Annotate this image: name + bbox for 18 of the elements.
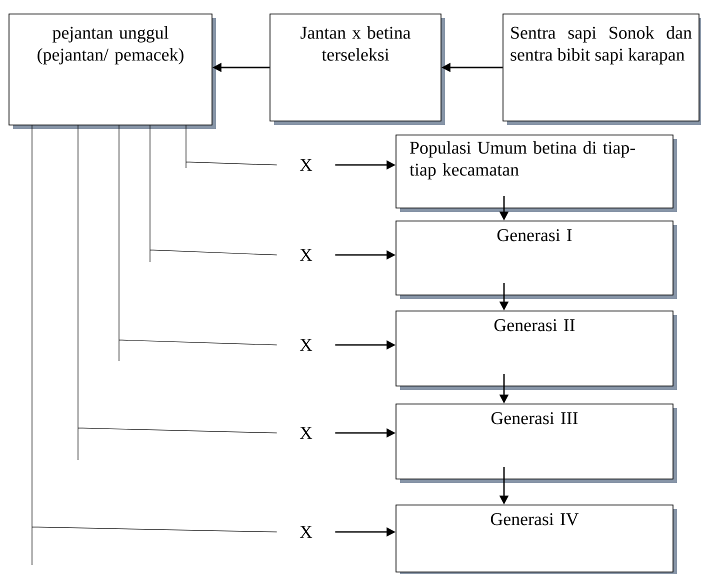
cross-symbol: X (300, 249, 312, 261)
cross-symbol: X (300, 339, 312, 351)
process-box: Generasi IV (396, 504, 677, 574)
bracket-line (32, 125, 278, 566)
bracket-line (150, 125, 278, 262)
bracket-line (186, 125, 278, 168)
process-box: Generasi I (396, 220, 677, 299)
process-box: Sentra sapi Sonok dan sentra bibit sapi karapan (502, 14, 701, 125)
bracket-line (118, 125, 278, 362)
process-box: Jantan x betina terseleksi (270, 14, 445, 125)
process-box: pejantan unggul (pejantan/ pemacek) (8, 14, 216, 129)
cross-symbol: X (300, 526, 312, 538)
process-box: Generasi II (396, 310, 677, 390)
cross-symbol: X (300, 159, 312, 171)
cross-symbol: X (300, 427, 312, 439)
process-box: Populasi Umum betina di tiap-tiap kecamatan (396, 134, 677, 212)
bracket-line (78, 125, 278, 460)
process-box: Generasi III (396, 404, 677, 483)
